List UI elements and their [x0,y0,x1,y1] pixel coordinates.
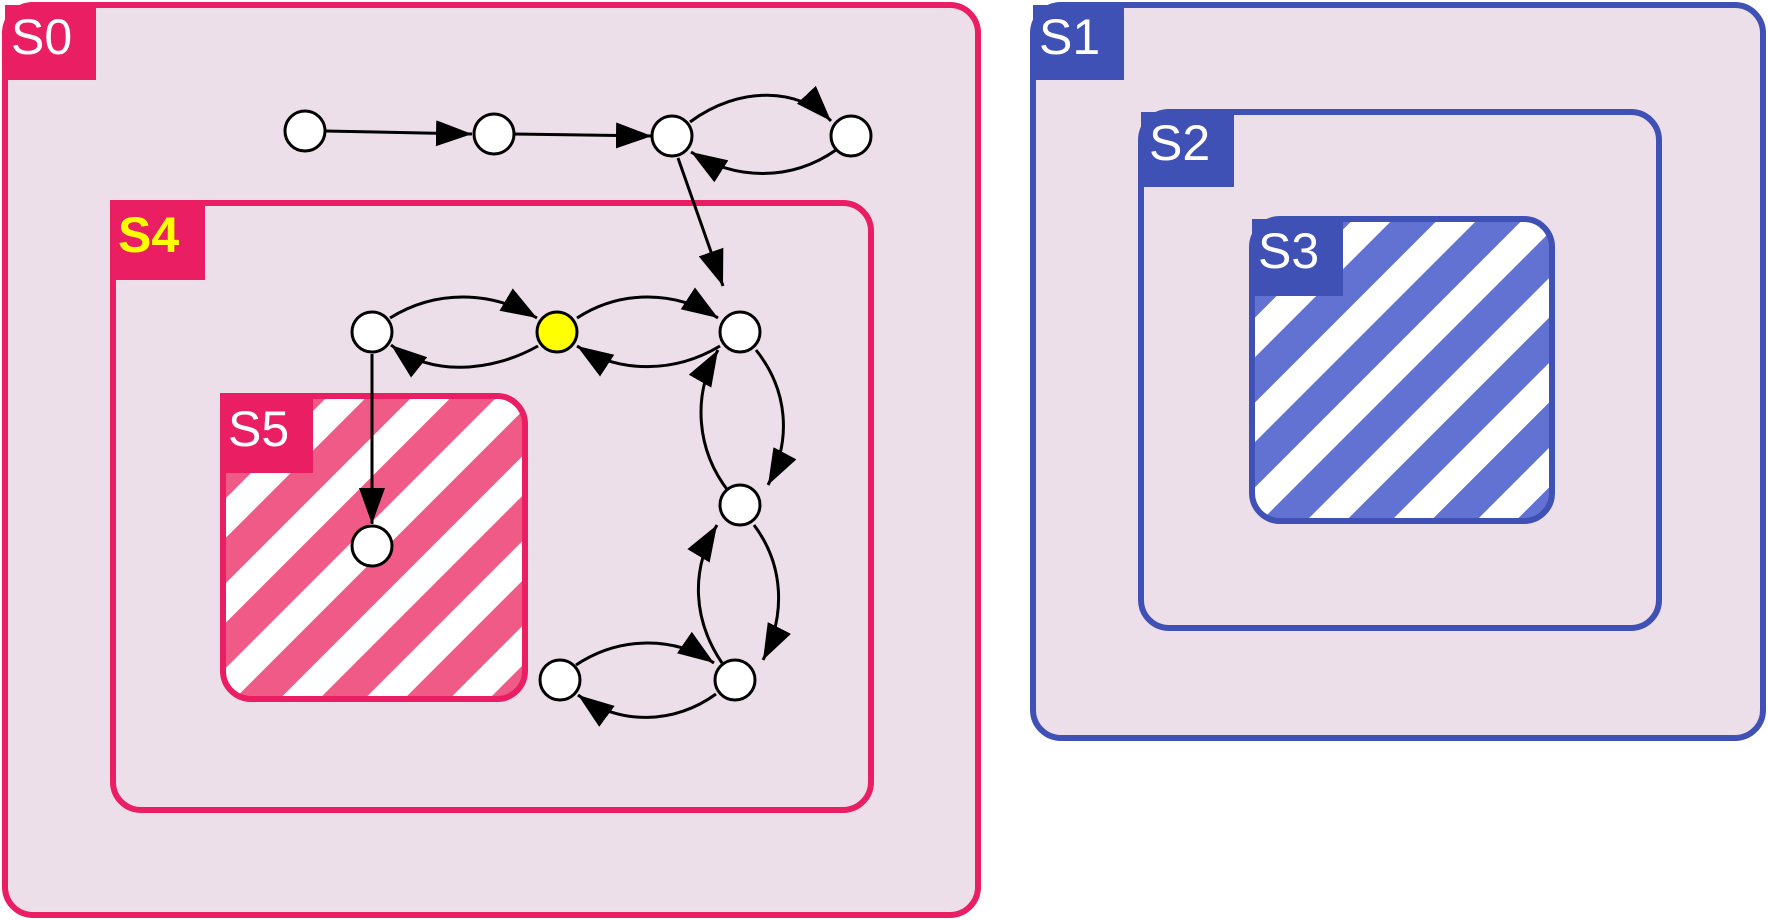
node-n10[interactable] [538,658,582,702]
edge-n7-n8 [754,349,797,486]
edge-n3-n4 [689,85,833,124]
node-n11[interactable] [350,524,394,568]
node-n9[interactable] [713,658,757,702]
edge-n2-n3 [513,122,653,149]
node-n4[interactable] [829,114,873,158]
edge-n3-n7 [676,157,725,287]
region-s1-tab [1033,5,1124,80]
edge-n1-n2 [324,120,473,147]
edge-n9-n10 [575,631,715,667]
edge-n6-n7 [576,287,719,320]
edge-n8-n9 [752,524,791,661]
nodes [283,109,873,702]
region-s4-label: S4 [118,207,179,263]
node-n2[interactable] [472,112,516,156]
region-s3: S3 [1249,216,1555,524]
region-s1-label: S1 [1039,9,1100,65]
edge-n6-n5 [390,343,539,378]
region-s3-label: S3 [1258,223,1319,279]
region-s5-label: S5 [228,401,289,457]
node-n1[interactable] [283,109,327,153]
edge-n5-n6 [389,288,538,320]
node-n3[interactable] [650,114,694,158]
node-n8[interactable] [718,483,762,527]
edge-n4-n3 [690,148,837,183]
node-n5[interactable] [350,310,394,354]
node-n6[interactable] [535,310,579,354]
region-s2-tab [1141,112,1234,187]
region-s0-tab [5,5,96,80]
region-s4-tab [110,200,205,280]
region-s2-label: S2 [1149,115,1210,171]
edges [324,85,837,727]
edge-n8-n7 [688,349,731,493]
region-s3-tab [1252,219,1343,296]
region-s0-label: S0 [11,9,72,65]
region-s5-tab [220,393,313,473]
node-n7[interactable] [718,310,762,354]
edge-n10-n9 [577,692,717,727]
